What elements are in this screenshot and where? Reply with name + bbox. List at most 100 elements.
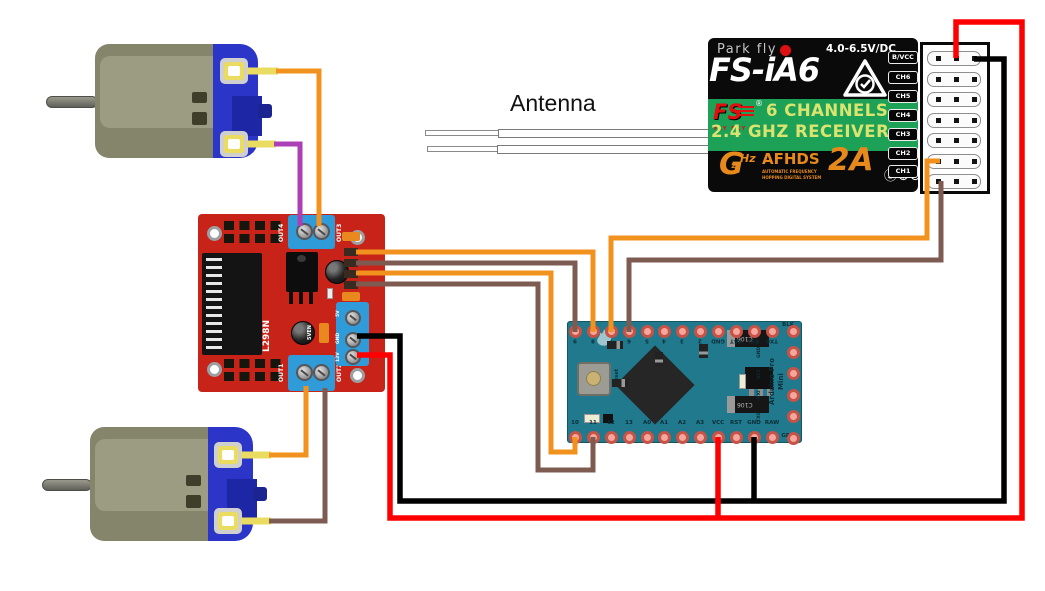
receiver-header-pin: [953, 179, 959, 184]
l298n-out2-screw: [313, 364, 330, 381]
motor1-terminal-bottom-slot: [228, 139, 240, 149]
receiver-channel-tab: CH1: [888, 164, 918, 178]
wire-in2-pin9-brown: [356, 260, 578, 332]
arduino-top-pin-pad: [765, 324, 779, 338]
arduino-capacitor-2: [727, 396, 769, 413]
arduino-bottom-pin-label: A0: [642, 420, 652, 426]
l298n-in3-pin: [344, 270, 358, 278]
receiver-header-pin: [953, 138, 959, 143]
wire-in4-pin11-brown: [356, 281, 596, 473]
arduino-led-2: [584, 414, 600, 423]
receiver-header-pin: [935, 179, 941, 184]
receiver-header-pin: [971, 158, 977, 164]
receiver-header-pin: [953, 76, 959, 82]
wire-motor1-out4-purple: [274, 141, 303, 226]
arduino-regulator: [745, 367, 773, 389]
l298n-enb-jumper: [342, 292, 360, 301]
l298n-5v-screw: [345, 310, 361, 326]
l298n-resistor: [327, 288, 333, 299]
l298n-diodes-bottom-2: [224, 372, 286, 381]
motor1-rear-nub: [258, 104, 272, 118]
afhds-subtext-1: AUTOMATIC FREQUENCY: [762, 169, 817, 174]
reset-button-cap: [586, 371, 601, 386]
arduino-top-pin-pad: [693, 324, 707, 338]
receiver-header-pin: [935, 138, 941, 143]
arduino-resistor-2: [612, 379, 628, 387]
arduino-right-pin-pad: [786, 324, 800, 338]
receiver-header-pin: [953, 97, 959, 102]
wire-in1-pin8-orange: [356, 249, 596, 332]
wire-gnd-bus-black: [357, 56, 1007, 504]
l298n-heatsink-hole: [297, 255, 306, 262]
arduino-bottom-pin-label: 11: [589, 420, 597, 426]
l298n-out4-screw: [296, 223, 313, 240]
motor1-vent-2: [192, 112, 207, 125]
l298n-heatsink-leg-1: [289, 292, 293, 304]
wire-in3-pin10-orange: [356, 270, 578, 455]
arduino-bottom-pin-pad: [675, 430, 689, 444]
receiver-line-ghz: 2.4 GHZ RECEIVER: [711, 122, 890, 141]
receiver-header-pin: [953, 158, 959, 164]
arduino-led: [739, 374, 746, 389]
arduino-right-pin-pad: [786, 431, 800, 445]
l298n-in2-pin: [344, 259, 358, 267]
wire-motor2-out2-brown: [269, 388, 328, 524]
arduino-regulator-leg-1: [749, 389, 754, 396]
arduino-bottom-pin-label: RAW: [764, 420, 780, 426]
arduino-top-pin-pad: [711, 324, 725, 338]
afhds-2a-label: 2A: [828, 142, 874, 178]
receiver-header-pin: [935, 117, 941, 123]
arduino-right-pin-pad: [786, 410, 800, 424]
motor2-terminal-top-slot: [222, 450, 234, 460]
arduino-resistor-4: [699, 344, 708, 358]
receiver-brand: Park fly: [717, 42, 778, 57]
receiver-header-pin: [971, 138, 977, 143]
l298n-capacitor-2: [291, 321, 315, 345]
arduino-right-pin-pad: [786, 345, 800, 359]
ghz-logo-24: 24: [731, 162, 741, 170]
afhds-label: AFHDS: [762, 150, 820, 168]
l298n-heatsink-leg-3: [309, 292, 313, 304]
l298n-diodes-bottom-1: [224, 359, 286, 368]
receiver-line-channels: 6 CHANNELS: [766, 101, 889, 120]
motor2-rear-nub: [253, 487, 267, 501]
motor2-vent-2: [186, 495, 201, 508]
flysky-logo-lines: [738, 106, 754, 118]
receiver-header-pin: [935, 76, 941, 82]
l298n-diodes-top-1: [224, 221, 286, 230]
antenna-label: Antenna: [510, 90, 596, 116]
l298n-hole-bl: [207, 362, 222, 377]
motor2-terminal-bottom-slot: [222, 516, 234, 526]
arduino-resistor-1: [607, 341, 623, 349]
receiver-voltage: 4.0-6.5V/DC: [826, 43, 896, 55]
receiver-channel-tab: CH3: [888, 127, 918, 141]
arduino-right-pin-pad: [786, 367, 800, 381]
motor1-vent-1: [192, 92, 207, 103]
receiver-header-pin: [971, 76, 977, 82]
l298n-hole-br: [350, 368, 365, 383]
receiver-header-pin: [971, 97, 977, 102]
l298n-in1-pin: [344, 248, 358, 256]
arduino-top-pin-pad: [675, 324, 689, 338]
arduino-resistor-3: [655, 352, 663, 366]
arduino-bottom-pin-label: 12: [607, 420, 615, 426]
arduino-bottom-pin-pad: [693, 430, 707, 444]
arduino-bottom-pin-pad: [604, 430, 618, 444]
arduino-top-pin-pad: [657, 324, 671, 338]
arduino-bottom-pin-label: RST: [730, 420, 742, 426]
arduino-bottom-pin-label: VCC: [711, 420, 725, 426]
arduino-bottom-pin-pad: [765, 430, 779, 444]
motor1-terminal-top-slot: [228, 66, 240, 76]
arduino-bottom-pin-label: 13: [625, 420, 633, 426]
receiver-channel-tab: CH2: [888, 146, 918, 160]
flysky-logo-fs: FS: [713, 100, 743, 124]
wire-motor2-out1-orange: [269, 386, 309, 458]
receiver-channel-tab: CH6: [888, 70, 918, 84]
l298n-heatsink-leg-2: [299, 292, 303, 304]
arduino-bottom-pin-label: A3: [695, 420, 705, 426]
afhds-subtext-2: HOPPING DIGITAL SYSTEM: [762, 175, 822, 180]
arduino-bottom-pin-pad: [729, 430, 743, 444]
wire-motor1-out3-orange: [276, 68, 322, 226]
